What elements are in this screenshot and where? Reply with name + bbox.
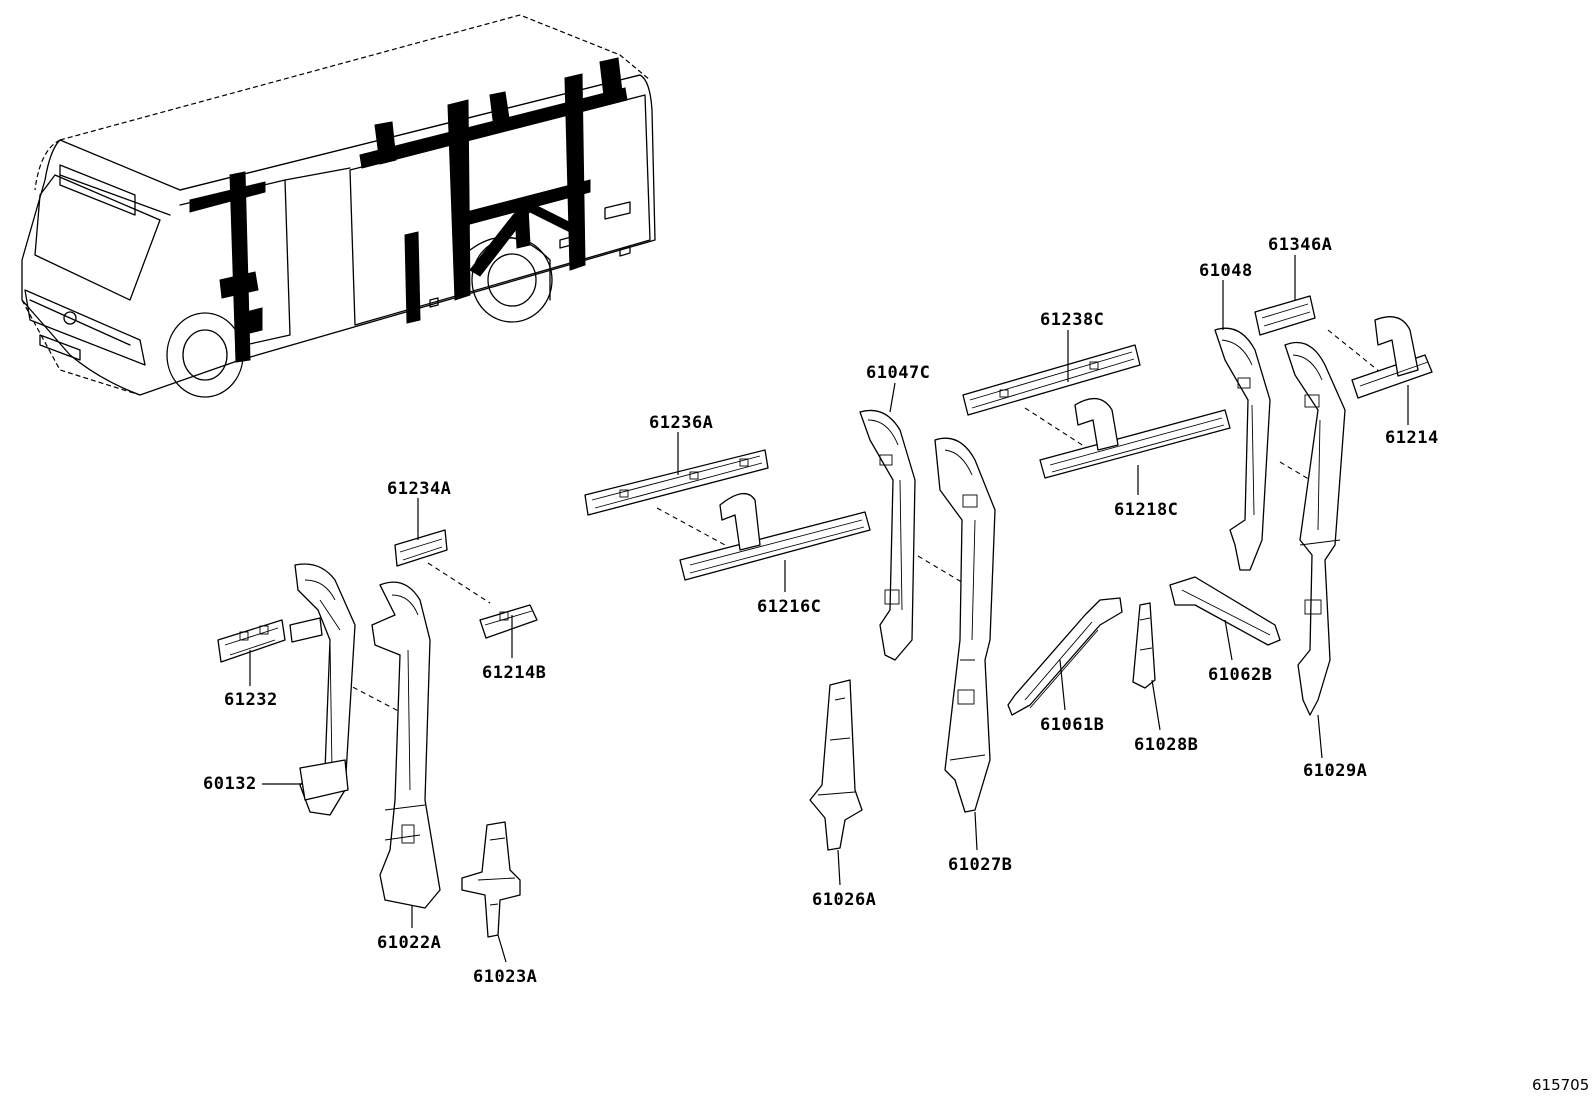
part-61214-drawing xyxy=(1351,316,1433,399)
label-61027B[interactable]: 61027B xyxy=(948,855,1012,875)
figure-id: 615705 xyxy=(1532,1076,1589,1094)
label-61022A[interactable]: 61022A xyxy=(377,933,441,953)
part-61238C-drawing xyxy=(962,344,1141,416)
part-labels: 61346A 61048 61238C 61047C 61214 61236A … xyxy=(203,235,1439,987)
part-61022A-drawing xyxy=(371,581,441,909)
label-60132[interactable]: 60132 xyxy=(203,774,257,794)
label-61218C[interactable]: 61218C xyxy=(1114,500,1178,520)
label-61061B[interactable]: 61061B xyxy=(1040,715,1104,735)
leader-lines xyxy=(249,255,1409,963)
part-61214B-drawing xyxy=(479,604,538,639)
label-61234A[interactable]: 61234A xyxy=(387,479,451,499)
part-drawings xyxy=(217,295,1433,938)
part-61346A-drawing xyxy=(1254,295,1316,336)
part-61218C-drawing xyxy=(1039,398,1231,479)
label-61214[interactable]: 61214 xyxy=(1385,428,1439,448)
label-61023A[interactable]: 61023A xyxy=(473,967,537,987)
part-61026A-drawing xyxy=(809,679,863,851)
part-61234A-drawing xyxy=(394,529,448,567)
label-61028B[interactable]: 61028B xyxy=(1134,735,1198,755)
part-61232-drawing xyxy=(217,619,286,663)
label-61029A[interactable]: 61029A xyxy=(1303,761,1367,781)
label-61214B[interactable]: 61214B xyxy=(482,663,546,683)
part-60132-drawing xyxy=(289,563,356,816)
label-61062B[interactable]: 61062B xyxy=(1208,665,1272,685)
label-61026A[interactable]: 61026A xyxy=(812,890,876,910)
part-61236A-drawing xyxy=(584,449,769,516)
highlighted-frame-members xyxy=(189,57,628,363)
label-61238C[interactable]: 61238C xyxy=(1040,310,1104,330)
part-61029A-drawing xyxy=(1284,341,1346,716)
bus-illustration xyxy=(21,14,656,398)
part-61027B-drawing xyxy=(934,437,996,813)
part-61023A-drawing xyxy=(461,821,521,938)
part-61216C-drawing xyxy=(679,493,871,581)
label-61216C[interactable]: 61216C xyxy=(757,597,821,617)
part-61028B-drawing xyxy=(1132,602,1156,689)
label-61048[interactable]: 61048 xyxy=(1199,261,1253,281)
label-61232[interactable]: 61232 xyxy=(224,690,278,710)
part-61062B-drawing xyxy=(1169,576,1281,646)
part-61047C-drawing xyxy=(859,409,916,661)
part-61061B-drawing xyxy=(1007,597,1123,716)
part-61048-drawing xyxy=(1214,327,1271,571)
label-61047C[interactable]: 61047C xyxy=(866,363,930,383)
label-61236A[interactable]: 61236A xyxy=(649,413,713,433)
label-61346A[interactable]: 61346A xyxy=(1268,235,1332,255)
